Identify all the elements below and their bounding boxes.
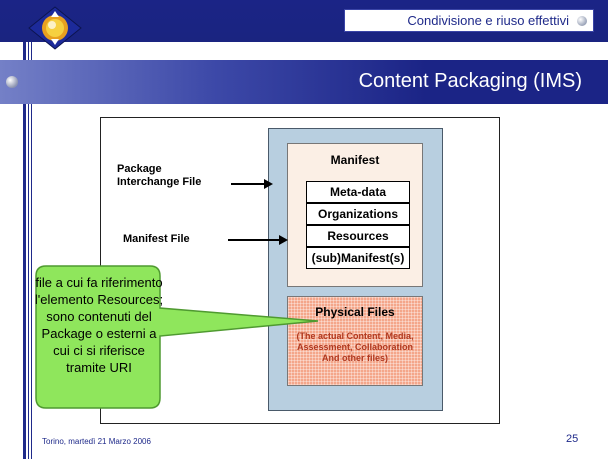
manifest-row-metadata: Meta-data	[306, 181, 410, 203]
arrow-right-icon	[231, 179, 273, 189]
logo-icon	[28, 6, 82, 50]
physical-files-description: (The actual Content, Media, Assessment, …	[296, 331, 414, 363]
page-number: 25	[566, 433, 579, 445]
section-tag: Condivisione e riuso effettivi	[344, 9, 594, 32]
footer-date: Torino, martedì 21 Marzo 2006	[42, 437, 151, 446]
manifest-row-resources: Resources	[306, 225, 410, 247]
left-rule	[23, 0, 26, 459]
left-rule-thin	[31, 0, 32, 459]
content-package-diagram: Manifest Meta-data Organizations Resourc…	[100, 117, 500, 424]
manifest-file-label: Manifest File	[123, 233, 190, 245]
manifest-row-submanifests: (sub)Manifest(s)	[306, 247, 410, 269]
section-label: Condivisione e riuso effettivi	[407, 13, 569, 28]
callout-text: file a cui fa riferimento l'elemento Res…	[34, 275, 164, 375]
title-band: Content Packaging (IMS)	[0, 60, 608, 104]
physical-files-box: Physical Files (The actual Content, Medi…	[287, 296, 423, 386]
arrow-right-icon	[228, 235, 288, 245]
package-box: Manifest Meta-data Organizations Resourc…	[268, 128, 443, 411]
physical-files-title: Physical Files	[315, 305, 395, 319]
package-interchange-label: Package Interchange File	[117, 163, 202, 188]
manifest-row-organizations: Organizations	[306, 203, 410, 225]
bullet-icon	[6, 76, 18, 88]
slide-title: Content Packaging (IMS)	[358, 70, 582, 92]
manifest-title: Manifest	[330, 153, 380, 167]
left-rule-thin	[28, 0, 29, 459]
manifest-box: Manifest Meta-data Organizations Resourc…	[287, 143, 423, 287]
bullet-icon	[577, 16, 587, 26]
